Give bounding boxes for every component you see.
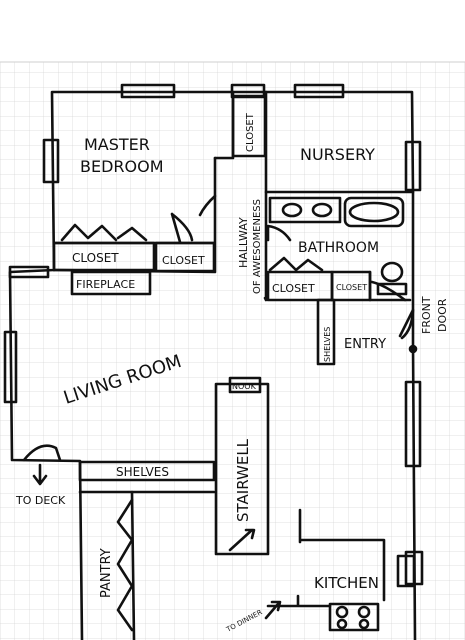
fireplace-box: [70, 270, 152, 296]
shelves-vertical-box: [316, 298, 336, 366]
closet-master-box: [52, 241, 156, 272]
room-label-master-bedroom-2: BEDROOM: [80, 157, 164, 176]
room-label-bathroom: BATHROOM: [298, 240, 379, 256]
burner-icon: [336, 618, 348, 630]
arrow-icon: [264, 600, 282, 620]
label-nook: NOOK: [232, 382, 257, 391]
exterior-wall: [8, 90, 417, 640]
label-closet-hall: CLOSET: [245, 112, 256, 152]
label-closet-bath-small: CLOSET: [336, 283, 367, 292]
closet-small-box: [154, 241, 216, 273]
label-front-door: FRONT: [420, 296, 433, 334]
label-closet-master: CLOSET: [72, 251, 119, 265]
window: [293, 83, 345, 99]
shelves-box: [78, 460, 216, 482]
window: [8, 265, 50, 279]
front-door-swing: [398, 308, 415, 340]
toilet-tank: [376, 282, 408, 296]
nook-box: [228, 376, 262, 394]
pantry-door-zigzag: [116, 498, 134, 632]
closet-hall-box: [231, 94, 267, 158]
door-swing: [170, 212, 194, 244]
label-fireplace: FIREPLACE: [76, 278, 135, 291]
burner-icon: [335, 605, 349, 619]
label-entry: ENTRY: [344, 337, 386, 352]
closet-door-zigzag: [268, 256, 324, 272]
deck-door-swing: [22, 444, 62, 462]
door-swing: [266, 224, 292, 242]
label-shelves-vertical: SHELVES: [323, 327, 332, 362]
label-hallway: HALLWAY: [237, 217, 250, 268]
door-swing: [370, 280, 407, 302]
bathtub-inner: [348, 201, 400, 223]
window: [404, 380, 422, 468]
label-front-door-2: DOOR: [436, 298, 449, 332]
bathtub-icon: [343, 196, 405, 228]
label-to-deck: TO DECK: [15, 494, 66, 507]
label-closet-bath: CLOSET: [272, 282, 315, 295]
room-label-nursery: NURSERY: [300, 145, 375, 164]
sink-icon: [311, 202, 333, 218]
label-shelves: SHELVES: [116, 465, 169, 479]
kitchen-sink-icon: [396, 554, 416, 588]
label-stairwell: STAIRWELL: [234, 438, 252, 522]
label-closet-small: CLOSET: [162, 254, 205, 267]
label-pantry: PANTRY: [99, 548, 114, 598]
door-swing: [198, 194, 217, 217]
window: [42, 138, 60, 184]
room-label-kitchen: KITCHEN: [314, 574, 379, 592]
toilet-icon: [380, 261, 404, 283]
door-hinge: [408, 344, 418, 354]
stove-icon: [328, 602, 380, 632]
window: [3, 330, 18, 404]
stairwell-wall: [214, 382, 270, 556]
bathroom-counter: [268, 196, 342, 224]
burner-icon: [358, 618, 370, 630]
pantry-wall: [130, 490, 136, 640]
room-label-master-bedroom: MASTER: [84, 135, 150, 154]
closet-door-zigzag: [60, 223, 118, 242]
sink-icon: [281, 202, 303, 218]
arrow-icon: [32, 463, 48, 486]
label-hallway-2: OF AWESOMENESS: [252, 199, 263, 294]
window: [120, 83, 176, 99]
kitchen-counter: [298, 508, 386, 602]
closet-door-zigzag: [116, 226, 148, 242]
stair-arrow: [228, 528, 256, 552]
burner-icon: [357, 605, 371, 619]
window: [404, 140, 422, 192]
